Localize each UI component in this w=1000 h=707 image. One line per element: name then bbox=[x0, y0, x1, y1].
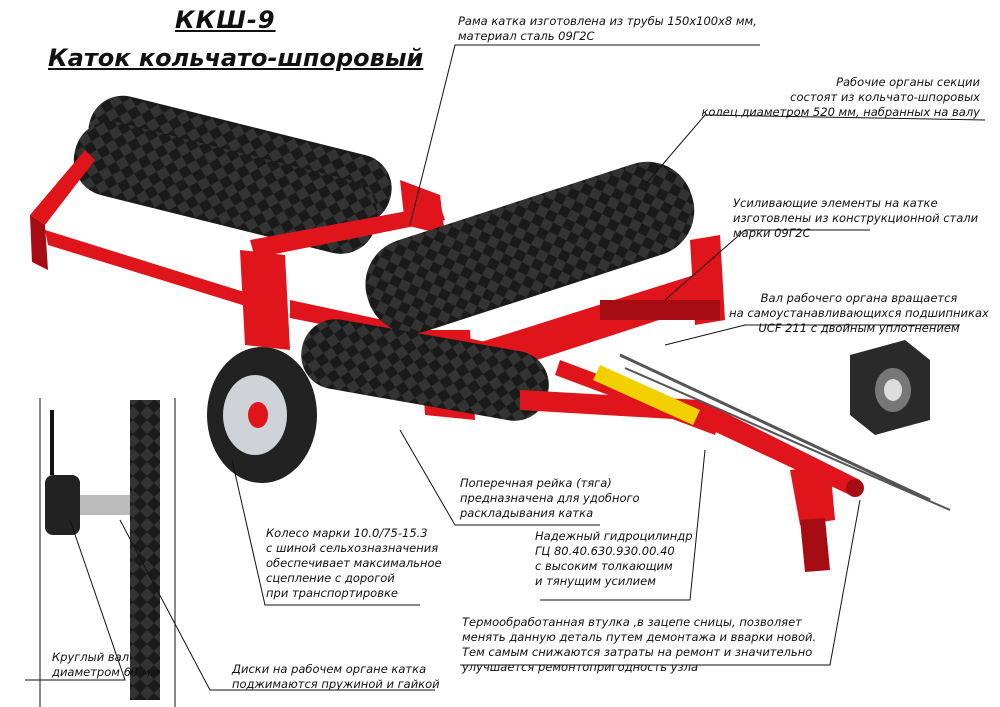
note-frame: Рама катка изготовлена из трубы 150х100х… bbox=[458, 14, 757, 43]
note-discs: Диски на рабочем органе катка поджимаютс… bbox=[232, 662, 440, 691]
model-title: ККШ-9 bbox=[175, 6, 276, 34]
note-hydraulic-cylinder: Надежный гидроцилиндр ГЦ 80.40.630.930.0… bbox=[535, 529, 693, 588]
note-shaft-bearings: Вал рабочего органа вращается на самоуст… bbox=[729, 291, 989, 335]
hydraulic-cylinder bbox=[593, 353, 951, 511]
leader-lines bbox=[25, 44, 986, 691]
front-roller-section bbox=[301, 161, 695, 421]
note-bushing: Термообработанная втулка ,в зацепе сницы… bbox=[462, 615, 817, 674]
note-wheel: Колесо марки 10.0/75-15.3 с шиной сельхо… bbox=[266, 526, 442, 600]
note-reinforcement: Усиливающие элементы на катке изготовлен… bbox=[733, 196, 979, 240]
bearing-image bbox=[850, 340, 930, 435]
transport-wheel bbox=[207, 347, 317, 483]
note-round-shaft: Круглый вал диаметром 60 мм bbox=[52, 650, 160, 679]
rear-roller-section bbox=[73, 95, 392, 254]
product-title: Каток кольчато-шпоровый bbox=[48, 44, 424, 72]
note-cross-rail: Поперечная рейка (тяга) предназначена дл… bbox=[460, 476, 640, 520]
shaft-detail-inset bbox=[39, 398, 176, 707]
note-working-parts: Рабочие органы секции состоят из кольчат… bbox=[701, 75, 980, 119]
